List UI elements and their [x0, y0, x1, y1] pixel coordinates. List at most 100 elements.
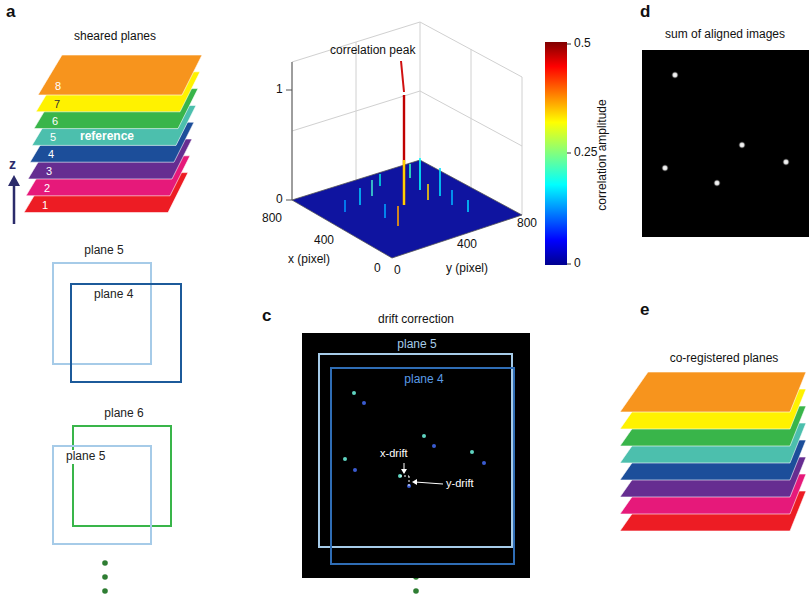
image-background: [642, 50, 809, 237]
axis-label: x (pixel): [288, 253, 330, 267]
shape: [344, 200, 346, 212]
shape: [567, 264, 571, 265]
drift-label: x-drift: [380, 447, 408, 460]
tick-label: 400: [314, 234, 334, 248]
shape: [567, 153, 571, 154]
plane-frame: plane 5: [52, 262, 152, 365]
image-background: [302, 333, 530, 578]
shape: [384, 204, 386, 218]
plane-number: 7: [54, 98, 60, 111]
shape: [738, 141, 746, 149]
shape: [422, 434, 426, 438]
shape: [102, 574, 108, 580]
plane-number: 3: [46, 165, 52, 178]
plane-label: plane 4: [92, 288, 135, 302]
shape: [292, 62, 293, 200]
plane-frame: plane 4: [330, 367, 515, 565]
shape: [38, 55, 202, 95]
shape: [292, 22, 522, 77]
shape: [401, 469, 407, 474]
plane-frame: plane 5: [52, 445, 152, 545]
shape: [356, 42, 357, 180]
shape: [713, 179, 721, 187]
surface-plot: [286, 22, 571, 265]
plane-number: 4: [48, 148, 54, 161]
plane-number: 2: [44, 182, 50, 195]
shape: [482, 461, 486, 465]
shape: [403, 95, 405, 205]
plane-label: plane 6: [102, 407, 145, 421]
drift-label: y-drift: [446, 477, 474, 490]
panel-title: co-registered planes: [670, 352, 779, 366]
registered-stack: [620, 372, 806, 531]
shape: [400, 476, 409, 477]
plane-label: sum of aligned images: [663, 28, 787, 42]
tick-label: 0: [394, 264, 401, 278]
shape: [671, 71, 679, 79]
shape: [371, 180, 373, 196]
plane-number: 1: [42, 199, 48, 212]
shape: [409, 164, 411, 178]
sheared-stack: [24, 55, 202, 213]
plane-label: plane 4: [402, 373, 445, 387]
tick-label: 0.5: [574, 37, 591, 51]
shape: [782, 158, 790, 166]
shape: [403, 160, 405, 205]
shape: [13, 184, 16, 224]
shape: [8, 175, 20, 186]
shape: [413, 588, 419, 594]
image-panel: drift correctionplane 5plane 4: [302, 333, 530, 578]
panel-title: sheared planes: [74, 30, 156, 44]
shape-group: [345, 158, 468, 226]
shape: [427, 184, 429, 200]
shape: [286, 90, 292, 91]
tick-label: 0: [374, 262, 381, 276]
plane-frame: plane 4: [70, 283, 182, 383]
axis-label: z: [9, 156, 16, 172]
shape: [412, 479, 417, 485]
shape: [451, 190, 453, 205]
plane-label: drift correction: [376, 313, 456, 327]
shape: [292, 62, 293, 200]
shape: [661, 164, 669, 172]
tick-label: 0: [574, 257, 581, 271]
tick-label: 0: [276, 193, 283, 207]
shape-group: [567, 44, 571, 264]
plane-frame: plane 6: [72, 425, 172, 527]
plane-label: plane 5: [82, 244, 125, 258]
plane-number: 5: [50, 131, 56, 144]
panel-letter: e: [640, 300, 649, 320]
shape: [419, 158, 421, 190]
shape: [545, 42, 567, 265]
panel-letter: a: [6, 2, 15, 22]
shape-group: [286, 62, 292, 200]
shape: [567, 44, 571, 45]
plane-label: plane 5: [395, 338, 438, 352]
shape: [401, 61, 404, 92]
shape: [470, 450, 474, 454]
shape: [362, 401, 366, 405]
image-panel: sum of aligned images: [642, 50, 809, 237]
bead-spots: [343, 391, 486, 488]
shape: [397, 206, 399, 226]
panel-letter: c: [262, 306, 271, 326]
plane-number: 8: [55, 80, 61, 93]
shape: [409, 476, 410, 486]
shape: [620, 372, 806, 412]
colorbar-label: correlation amplitude: [596, 99, 610, 210]
shape: [292, 160, 522, 258]
shape: [292, 91, 522, 146]
summed-spots: [661, 71, 790, 187]
shape: [353, 468, 357, 472]
shape: [286, 200, 292, 201]
drift-marks: [400, 463, 443, 486]
tick-label: 1: [276, 83, 283, 97]
tick-label: 800: [262, 212, 282, 226]
shape: [415, 482, 443, 484]
shape: [379, 174, 381, 186]
shape: [432, 444, 436, 448]
shape: [467, 200, 469, 212]
z-arrow: [8, 175, 20, 224]
reference-label: reference: [80, 130, 134, 144]
